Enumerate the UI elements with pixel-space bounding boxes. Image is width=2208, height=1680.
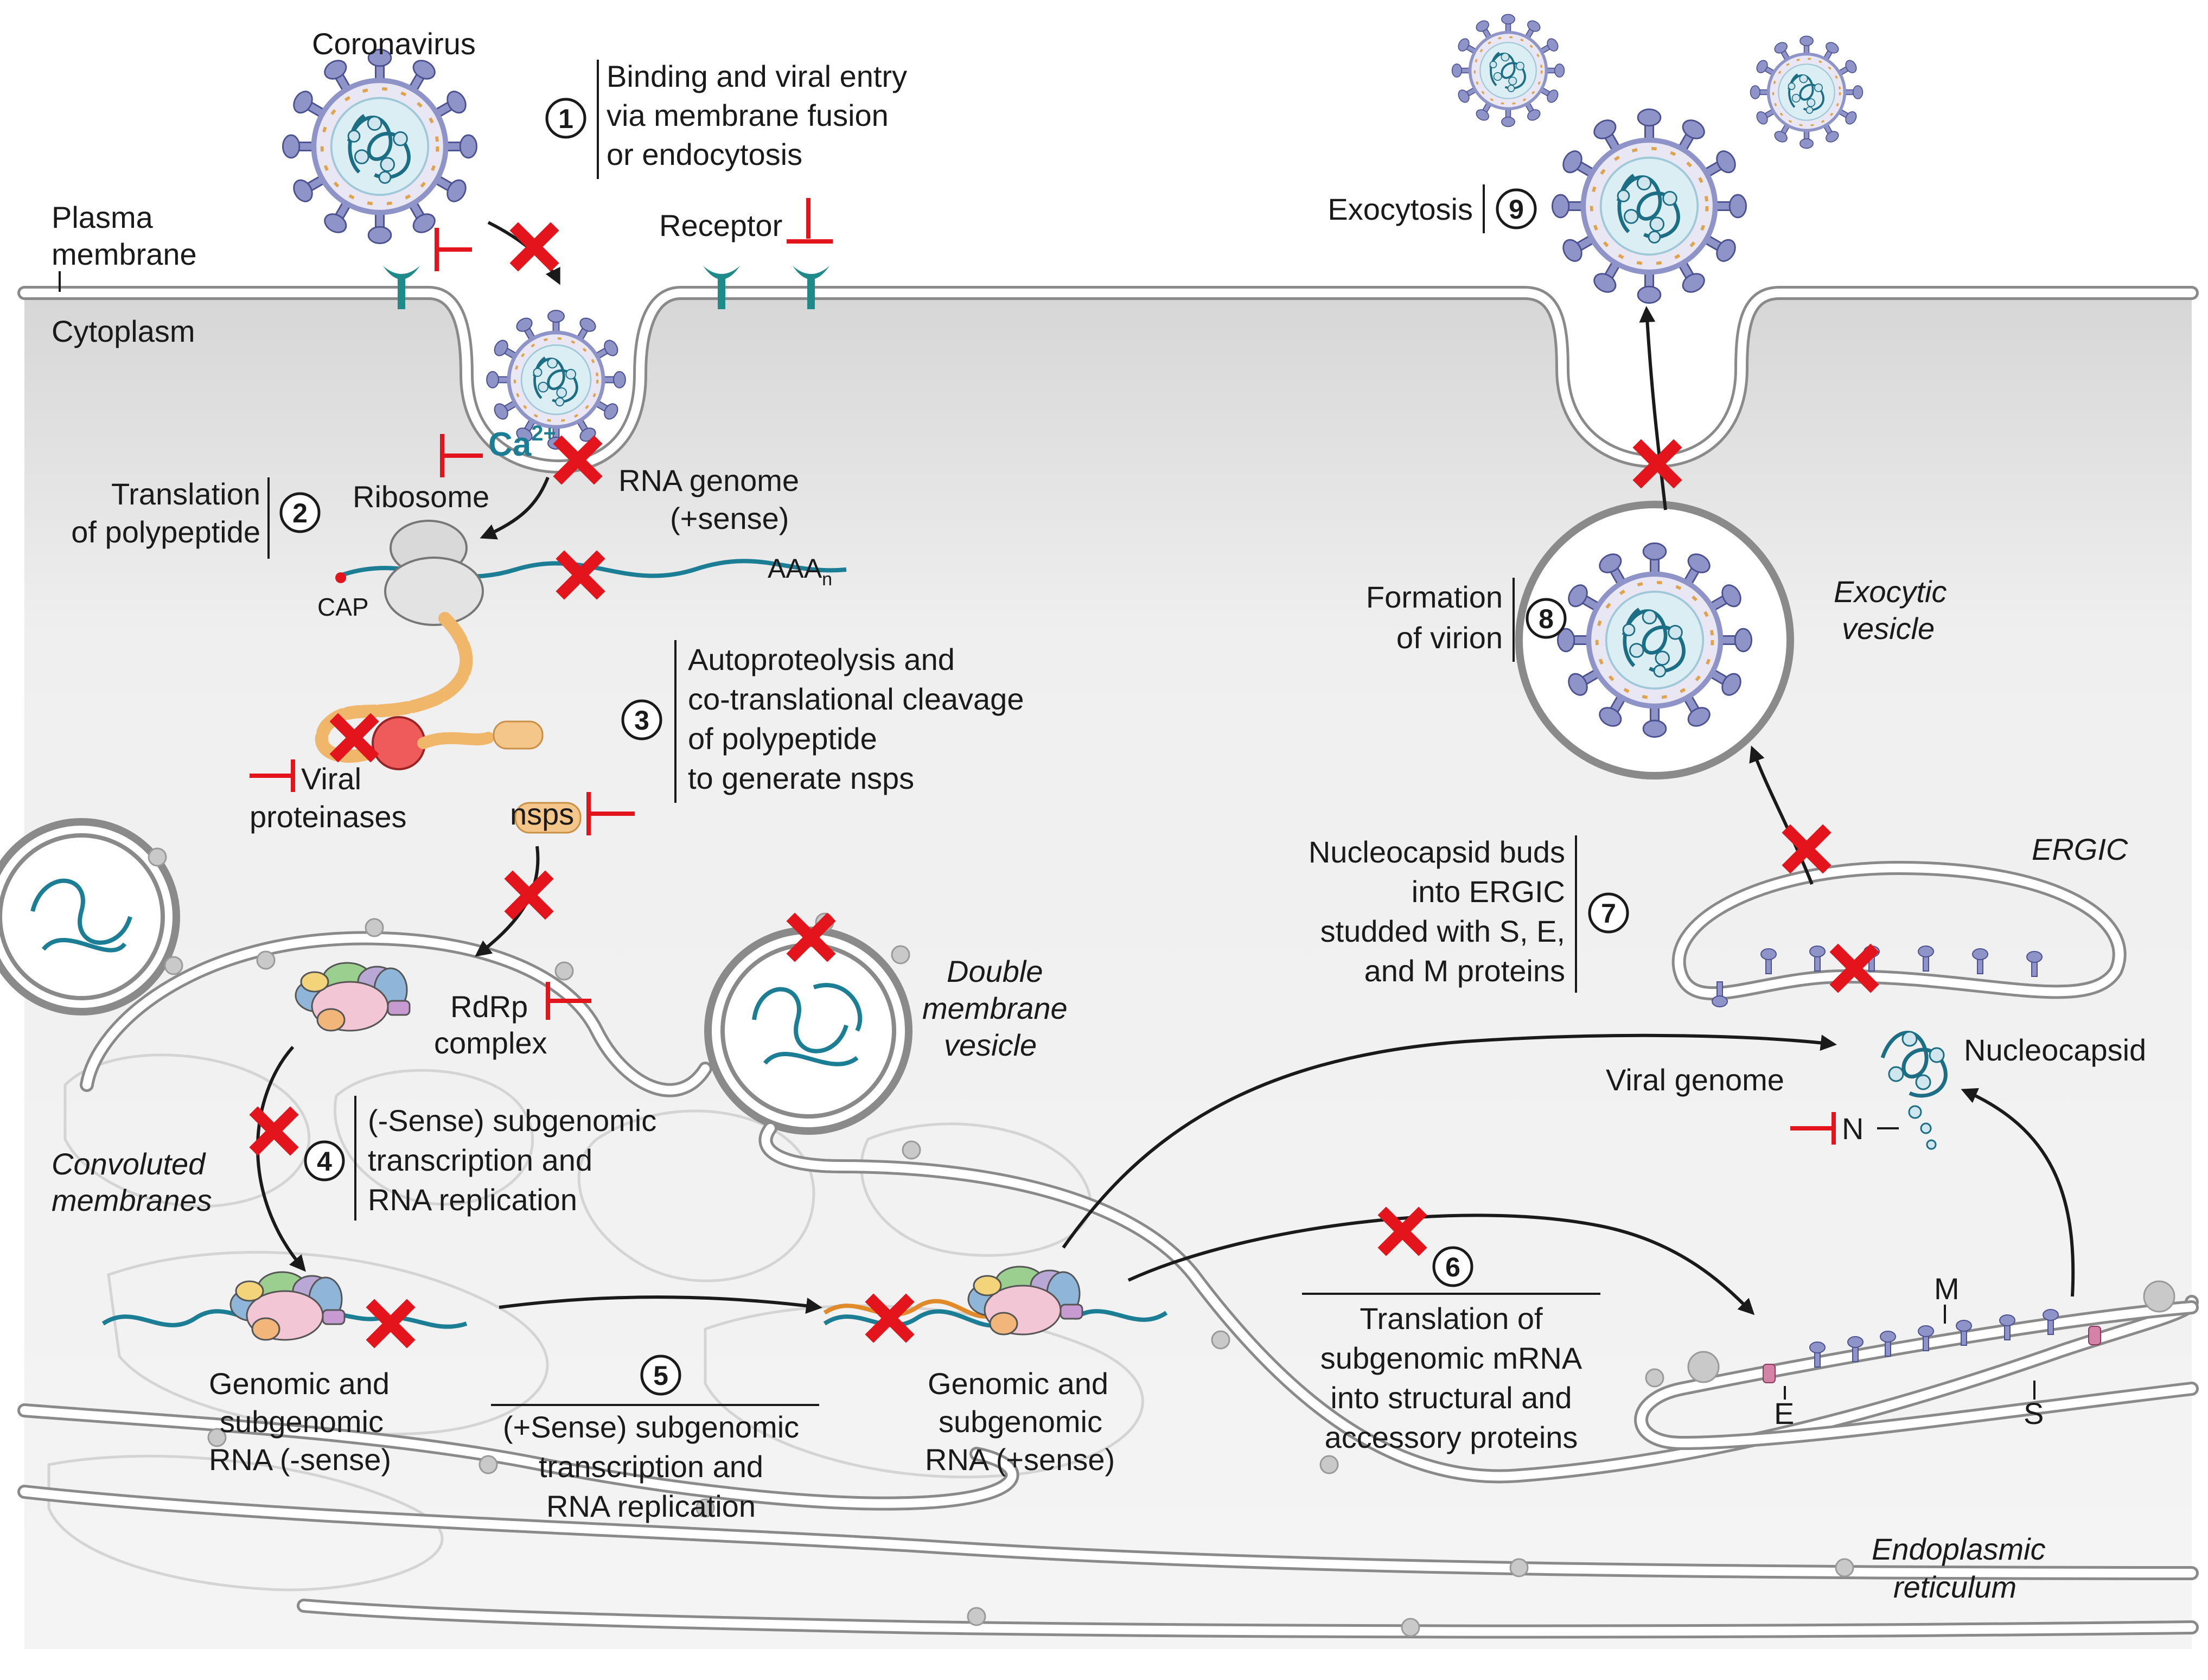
svg-text:into structural and: into structural and xyxy=(1330,1381,1572,1415)
label-exocytic-vesicle: Exocytic xyxy=(1834,574,1947,609)
svg-text:(+Sense) subgenomic: (+Sense) subgenomic xyxy=(503,1410,799,1444)
label-coronavirus: Coronavirus xyxy=(312,27,476,61)
label-positive-sense-rna: Genomic and xyxy=(928,1366,1108,1401)
svg-text:transcription and: transcription and xyxy=(368,1143,592,1177)
svg-text:6: 6 xyxy=(1445,1252,1460,1282)
step-2: Translation of polypeptide 2 xyxy=(71,477,321,559)
step-6: 6 Translation of subgenomic mRNA into st… xyxy=(1302,1246,1600,1454)
inhibitor-bars xyxy=(250,198,1899,1145)
svg-text:(-Sense) subgenomic: (-Sense) subgenomic xyxy=(368,1103,656,1138)
label-aaa: AAAn xyxy=(768,553,832,590)
svg-text:via membrane fusion: via membrane fusion xyxy=(607,98,889,132)
svg-text:Exocytosis: Exocytosis xyxy=(1328,192,1473,226)
label-viral-genome: Viral genome xyxy=(1606,1063,1784,1097)
step-4: 4 (-Sense) subgenomic transcription and … xyxy=(304,1096,656,1221)
replication-organelle-membranes xyxy=(0,818,2199,1639)
svg-text:1: 1 xyxy=(558,104,573,134)
svg-text:2: 2 xyxy=(292,498,308,528)
svg-text:Translation of: Translation of xyxy=(1360,1301,1543,1336)
step-1: 1 Binding and viral entry via membrane f… xyxy=(545,59,907,179)
label-rna-genome: RNA genome xyxy=(618,463,799,497)
ribosome xyxy=(384,520,484,626)
label-convoluted-membranes: Convoluted xyxy=(52,1147,206,1181)
coronavirus-virion xyxy=(283,49,476,243)
nsp-fragment xyxy=(493,720,544,750)
released-virion-exocytosis xyxy=(1552,109,1746,303)
label-rna-genome: (+sense) xyxy=(670,501,789,535)
label-positive-sense-rna: subgenomic xyxy=(939,1404,1102,1439)
label-double-membrane-vesicle: vesicle xyxy=(944,1028,1037,1062)
svg-text:Translation: Translation xyxy=(111,477,260,511)
label-ergic: ERGIC xyxy=(2032,832,2128,866)
step-8: Formation of virion 8 xyxy=(1366,578,1567,662)
svg-text:8: 8 xyxy=(1539,604,1554,634)
svg-text:Autoproteolysis and: Autoproteolysis and xyxy=(688,642,955,676)
svg-text:to generate nsps: to generate nsps xyxy=(688,761,914,795)
label-exocytic-vesicle: vesicle xyxy=(1842,611,1935,646)
label-positive-sense-rna: RNA (+sense) xyxy=(925,1442,1115,1477)
label-rdrp: RdRp xyxy=(450,989,528,1024)
svg-text:studded with S, E,: studded with S, E, xyxy=(1320,914,1565,948)
svg-text:Nucleocapsid buds: Nucleocapsid buds xyxy=(1309,835,1565,869)
label-negative-sense-rna: subgenomic xyxy=(220,1404,384,1439)
label-endoplasmic-reticulum: reticulum xyxy=(1893,1570,2016,1604)
svg-text:5: 5 xyxy=(653,1360,668,1391)
label-cap: CAP xyxy=(317,593,369,621)
positive-sense-rna xyxy=(823,1299,1000,1319)
label-ribosome: Ribosome xyxy=(353,480,489,514)
svg-text:Binding and viral entry: Binding and viral entry xyxy=(607,59,907,93)
label-n-protein: N xyxy=(1842,1112,1864,1146)
label-rdrp: complex xyxy=(434,1026,547,1060)
svg-text:RNA replication: RNA replication xyxy=(368,1183,577,1217)
svg-text:and M proteins: and M proteins xyxy=(1364,954,1565,988)
svg-text:transcription and: transcription and xyxy=(539,1449,763,1484)
svg-text:3: 3 xyxy=(634,705,649,736)
step-5: 5 (+Sense) subgenomic transcription and … xyxy=(491,1355,819,1523)
step-9: Exocytosis 9 xyxy=(1328,184,1537,233)
released-virion-small-left xyxy=(1452,15,1565,127)
nsp-fragment xyxy=(514,802,582,834)
label-protein-m: M xyxy=(1934,1272,1960,1306)
label-plasma-membrane: membrane xyxy=(52,237,197,271)
svg-text:co-translational cleavage: co-translational cleavage xyxy=(688,682,1024,716)
step-7: Nucleocapsid buds into ERGIC studded wit… xyxy=(1309,835,1629,993)
label-double-membrane-vesicle: Double xyxy=(947,954,1043,988)
svg-text:7: 7 xyxy=(1601,898,1616,929)
svg-text:RNA replication: RNA replication xyxy=(546,1489,756,1523)
svg-text:accessory proteins: accessory proteins xyxy=(1325,1420,1578,1454)
label-negative-sense-rna: RNA (-sense) xyxy=(209,1442,391,1477)
released-virion-small-right xyxy=(1751,36,1863,149)
label-protein-e: E xyxy=(1774,1396,1794,1430)
label-double-membrane-vesicle: membrane xyxy=(922,991,1068,1025)
svg-text:subgenomic mRNA: subgenomic mRNA xyxy=(1320,1341,1582,1375)
label-viral-proteinases: Viral xyxy=(301,762,361,796)
label-nucleocapsid: Nucleocapsid xyxy=(1964,1033,2146,1067)
nucleocapsid-particle xyxy=(1880,1031,1948,1150)
svg-text:or endocytosis: or endocytosis xyxy=(607,137,802,171)
svg-text:of polypeptide: of polypeptide xyxy=(71,515,260,549)
svg-text:9: 9 xyxy=(1509,194,1524,225)
svg-text:of polypeptide: of polypeptide xyxy=(688,721,877,756)
svg-text:of virion: of virion xyxy=(1396,621,1503,655)
er-structural-proteins xyxy=(1763,1309,2101,1383)
label-viral-proteinases: proteinases xyxy=(250,800,407,834)
label-protein-s: S xyxy=(2024,1396,2044,1430)
label-convoluted-membranes: membranes xyxy=(52,1183,212,1217)
viral-proteinase xyxy=(372,716,426,770)
ergic-compartment xyxy=(1671,861,2127,1007)
label-plasma-membrane: Plasma xyxy=(52,200,154,234)
label-calcium: Ca2+ xyxy=(488,421,556,463)
svg-text:Formation: Formation xyxy=(1366,580,1503,614)
label-negative-sense-rna: Genomic and xyxy=(209,1366,390,1401)
step-3: 3 Autoproteolysis and co-translational c… xyxy=(621,640,1024,803)
label-receptor: Receptor xyxy=(659,208,782,242)
svg-text:into ERGIC: into ERGIC xyxy=(1412,874,1565,909)
label-endoplasmic-reticulum: Endoplasmic xyxy=(1872,1532,2046,1566)
label-nsps: nsps xyxy=(510,797,574,831)
flow-arrows xyxy=(256,221,2075,1315)
svg-text:4: 4 xyxy=(317,1146,332,1177)
label-cytoplasm: Cytoplasm xyxy=(52,314,195,348)
